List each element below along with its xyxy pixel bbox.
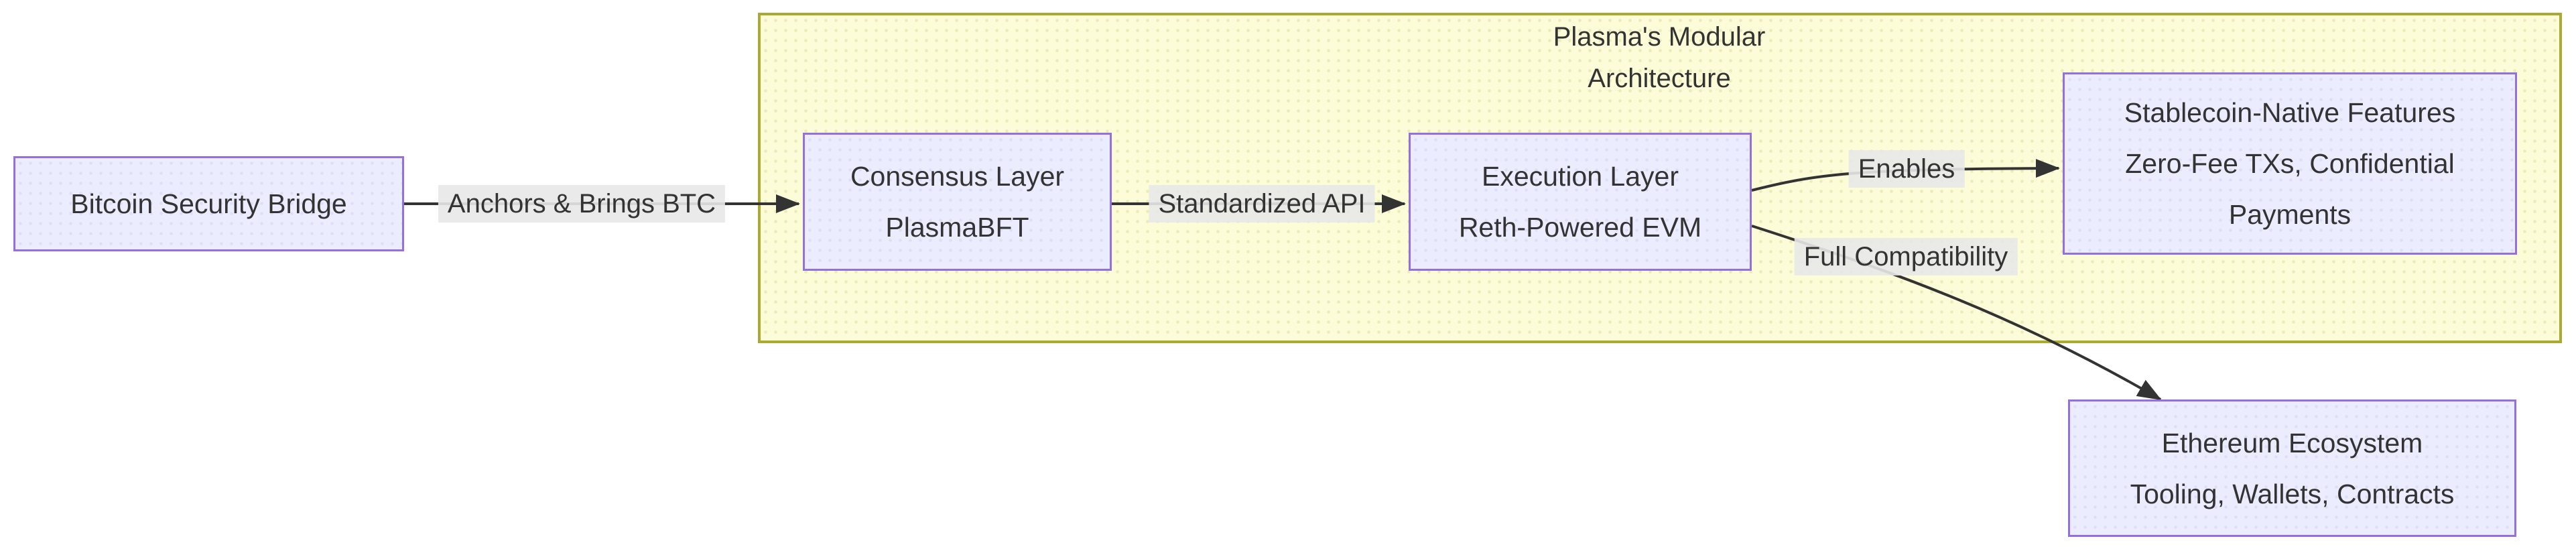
node-label: Reth-Powered EVM	[1458, 212, 1702, 243]
node-ethereum-ecosystem: Ethereum Ecosystem Tooling, Wallets, Con…	[2068, 399, 2516, 537]
edge-label-enables: Enables	[1848, 150, 1965, 188]
node-bitcoin-security-bridge: Bitcoin Security Bridge	[13, 156, 404, 251]
edge-label-standardized-api: Standardized API	[1149, 185, 1375, 223]
node-label: Stablecoin-Native Features	[2124, 97, 2456, 128]
node-label: Tooling, Wallets, Contracts	[2130, 478, 2455, 509]
subgraph-title-line-1: Plasma's Modular	[1553, 22, 1766, 52]
edge-label-full-compatibility: Full Compatibility	[1794, 238, 2018, 275]
node-label: Bitcoin Security Bridge	[70, 188, 347, 219]
node-execution-layer: Execution Layer Reth-Powered EVM	[1409, 133, 1752, 271]
node-label: Payments	[2228, 199, 2352, 230]
node-label: Zero-Fee TXs, Confidential	[2125, 148, 2455, 179]
node-stablecoin-native-features: Stablecoin-Native Features Zero-Fee TXs,…	[2063, 72, 2517, 255]
subgraph-title: Plasma's Modular Architecture	[1553, 16, 1766, 99]
node-consensus-layer: Consensus Layer PlasmaBFT	[803, 133, 1112, 271]
node-label: PlasmaBFT	[885, 212, 1029, 243]
node-label: Consensus Layer	[850, 161, 1065, 192]
node-label: Ethereum Ecosystem	[2161, 427, 2423, 458]
edge-label-anchors-brings-btc: Anchors & Brings BTC	[438, 185, 726, 223]
subgraph-title-line-2: Architecture	[1588, 64, 1731, 93]
node-label: Execution Layer	[1481, 161, 1679, 192]
